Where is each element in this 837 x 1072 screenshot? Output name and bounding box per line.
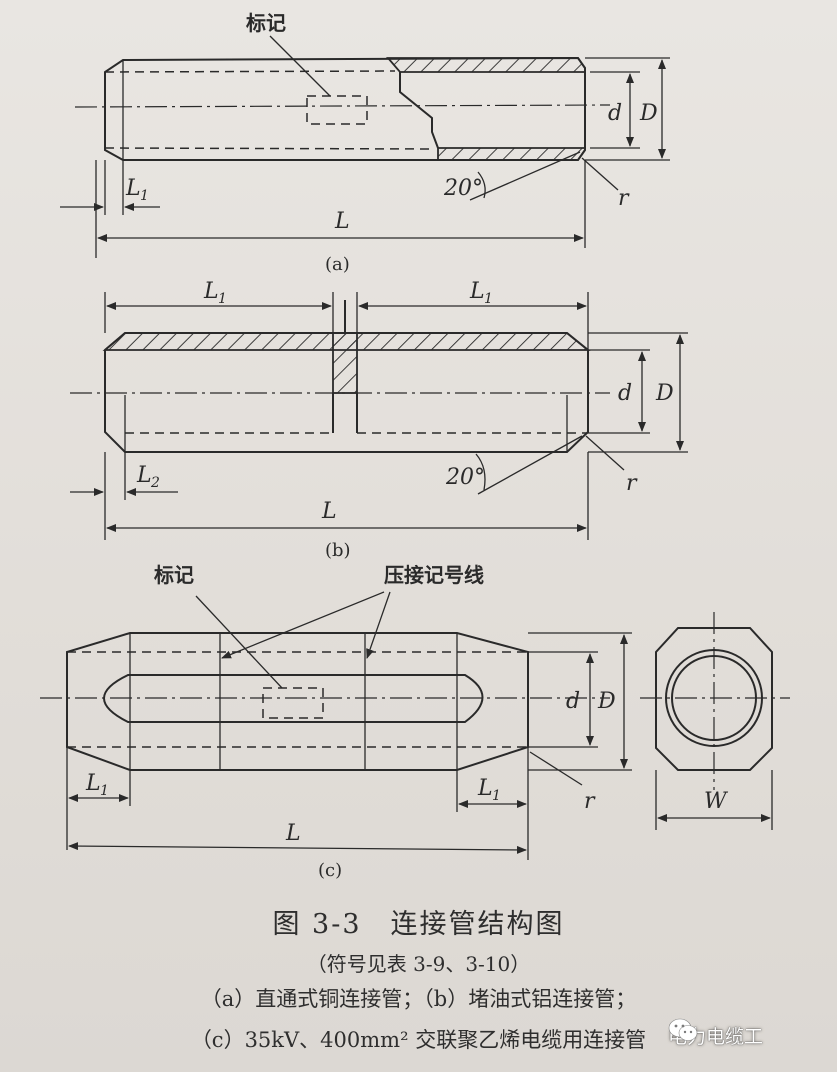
tube-a-angle-label: 20° [443,176,483,201]
tube-a-bore-bottom [104,147,436,150]
tube-a-radius-label: r [618,186,630,211]
tube-c-mark-leader [195,595,283,689]
tube-a-section-bottom [437,147,586,161]
tube-c-mark-label: 标记 [154,563,194,587]
tube-c-dim-W-label: W [704,789,729,814]
tube-c-dim-L [68,842,527,854]
tube-b-dim-L2-sub: 2 [150,475,160,491]
tube-b-dim-L1-left-label: L [203,279,219,304]
watermark: 电力电缆工 [668,1017,763,1053]
tube-b-radius-leader [585,435,625,471]
tube-a-mark-label: 标记 [246,11,286,35]
figure-a: 标记 d D 20° r L 1 L (a) [60,11,670,275]
tube-a-radius-leader [581,157,619,191]
tube-b-dim-L2-label: L [136,463,152,488]
tube-c-caption: (c) [318,860,342,881]
tube-b-plug [332,332,358,394]
tube-b-dim-L1-left-sub: 1 [218,291,227,307]
tube-a-bore-top [104,70,396,73]
tube-c-dim-L1-left-sub: 1 [100,783,109,799]
tube-c-dim-D-label: D [597,689,616,714]
tube-c-radius-label: r [584,789,596,814]
figure-caption-ab: （a）直通式铜连接管；（b）堵油式铝连接管； [200,987,637,1011]
tube-a-break-line [399,72,439,149]
tube-c-mark-box [262,687,324,719]
tube-c-dim-L1-left-label: L [85,771,101,796]
tube-a-caption: (a) [325,254,350,275]
tube-a-section-top [386,57,586,73]
tube-b-dim-D-label: D [655,381,674,406]
tube-c-crimp-leader-1 [221,591,385,659]
tube-b-radius-label: r [626,471,638,496]
tube-b-dim-d-label: d [618,381,632,406]
tube-a-dim-D-label: D [639,101,658,126]
tube-c-crimp-label: 压接记号线 [384,563,484,587]
tube-c-dim-d-label: d [566,689,580,714]
tube-b-caption: (b) [325,540,351,561]
tube-a-dim-L1-label: L [125,176,141,201]
tube-c-dim-L-label: L [285,821,301,846]
tube-a-dim-L-label: L [334,209,350,234]
tube-c-conductor [103,674,484,723]
tube-b-angle-line [477,435,583,495]
tube-b-dim-L1-right-sub: 1 [484,291,493,307]
figure-b: L 1 L 1 d D 20° r L 2 L (b) [70,279,688,561]
tube-c-end-view-outline [655,627,773,771]
tube-a-angle-arc [477,171,486,199]
wechat-icon [668,1018,698,1041]
tube-a-angle-line [469,151,581,201]
tube-a-dim-L1-sub: 1 [140,188,149,204]
tube-a-centerline [74,104,611,108]
tube-b-dim-L-label: L [321,499,337,524]
tube-b-dim-L1-right-label: L [469,279,485,304]
tube-b-angle-arc [475,453,486,491]
tube-c-radius-leader [529,751,583,786]
tube-a-dim-d-label: d [608,101,622,126]
tube-b-angle-label: 20° [445,465,485,490]
tube-c-dim-L1-right-label: L [477,776,493,801]
tube-a-mark-leader [269,35,331,97]
figure-caption-c: （c）35kV、400mm² 交联聚乙烯电缆用连接管 [190,1028,647,1052]
tube-a-outline [104,56,586,161]
tube-c-outline [66,632,529,771]
connector-diagram: 标记 d D 20° r L 1 L (a) [40,11,790,881]
figure-title: 图 3-3 连接管结构图 [272,909,565,940]
tube-c-crimp-leader-2 [366,591,391,659]
tube-c-dim-L1-right-sub: 1 [492,788,501,804]
figure-c: 标记 压接记号线 d D r L 1 L 1 L (c) [40,563,790,881]
tube-a-mark-box [306,95,368,125]
figure-note: （符号见表 3-9、3-10） [306,952,531,976]
